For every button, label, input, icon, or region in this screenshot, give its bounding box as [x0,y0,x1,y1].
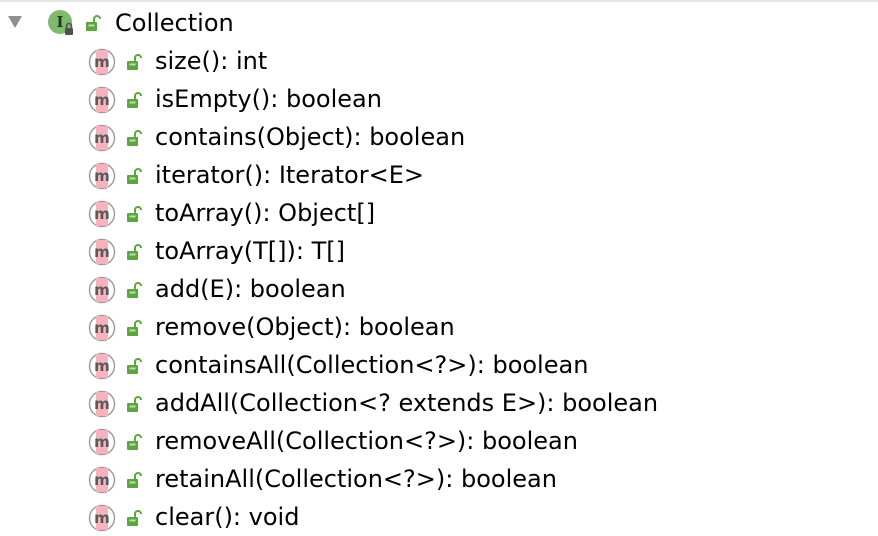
method-icon-glyph: m [94,281,110,299]
method-icon: m [88,390,116,418]
public-lock-icon [127,396,142,412]
public-lock-icon [127,54,142,70]
method-row[interactable]: m clear(): void [0,498,878,536]
method-icon: m [88,352,116,380]
method-row[interactable]: m removeAll(Collection<?>): boolean [0,422,878,460]
method-icon-glyph: m [94,205,110,223]
public-lock-icon [127,244,142,260]
public-lock-icon [127,358,142,374]
method-row[interactable]: m isEmpty(): boolean [0,80,878,118]
method-icon-glyph: m [94,509,110,527]
method-icon: m [88,86,116,114]
public-lock-icon [127,510,142,526]
method-label: containsAll(Collection<?>): boolean [155,351,589,379]
method-row[interactable]: m remove(Object): boolean [0,308,878,346]
method-label: toArray(): Object[] [155,199,376,227]
method-label: add(E): boolean [155,275,346,303]
method-icon-glyph: m [94,53,110,71]
public-lock-icon [127,434,142,450]
method-icon-glyph: m [94,167,110,185]
method-icon: m [88,124,116,152]
method-label: clear(): void [155,503,300,531]
method-label: size(): int [155,47,268,75]
method-row[interactable]: m contains(Object): boolean [0,118,878,156]
public-lock-icon [86,15,101,31]
public-lock-icon [127,282,142,298]
method-icon-glyph: m [94,471,110,489]
method-icon-glyph: m [94,395,110,413]
method-icon: m [88,428,116,456]
method-icon: m [88,48,116,76]
public-lock-icon [127,320,142,336]
public-lock-icon [127,168,142,184]
method-label: retainAll(Collection<?>): boolean [155,465,557,493]
tree-root-label: Collection [115,9,234,37]
method-label: addAll(Collection<? extends E>): boolean [155,389,659,417]
method-row[interactable]: m toArray(T[]): T[] [0,232,878,270]
method-label: iterator(): Iterator<E> [155,161,424,189]
method-row[interactable]: m containsAll(Collection<?>): boolean [0,346,878,384]
method-label: remove(Object): boolean [155,313,455,341]
method-icon-glyph: m [94,319,110,337]
method-icon: m [88,314,116,342]
public-lock-icon [127,472,142,488]
public-lock-icon [127,130,142,146]
method-icon: m [88,200,116,228]
public-lock-icon [127,206,142,222]
method-row[interactable]: m toArray(): Object[] [0,194,878,232]
method-row[interactable]: m add(E): boolean [0,270,878,308]
method-list: m size(): int m isEmpty(): boolean m [0,42,878,536]
tree-root-collection[interactable]: I Collection [0,4,878,42]
method-label: toArray(T[]): T[] [155,237,345,265]
method-icon-glyph: m [94,243,110,261]
method-label: contains(Object): boolean [155,123,466,151]
method-icon-glyph: m [94,129,110,147]
expand-toggle-icon[interactable] [8,16,22,28]
method-icon: m [88,276,116,304]
interface-icon: I [48,10,73,35]
method-icon-glyph: m [94,357,110,375]
method-icon: m [88,162,116,190]
method-row[interactable]: m retainAll(Collection<?>): boolean [0,460,878,498]
public-lock-icon [127,92,142,108]
method-icon-glyph: m [94,433,110,451]
method-icon-glyph: m [94,91,110,109]
method-label: removeAll(Collection<?>): boolean [155,427,578,455]
method-row[interactable]: m addAll(Collection<? extends E>): boole… [0,384,878,422]
top-divider [0,0,878,2]
method-icon: m [88,238,116,266]
method-row[interactable]: m size(): int [0,42,878,80]
structure-tree: I Collection m size(): int m [0,4,878,536]
method-label: isEmpty(): boolean [155,85,382,113]
method-icon: m [88,504,116,532]
method-icon: m [88,466,116,494]
interface-icon-glyph: I [56,13,63,31]
method-row[interactable]: m iterator(): Iterator<E> [0,156,878,194]
